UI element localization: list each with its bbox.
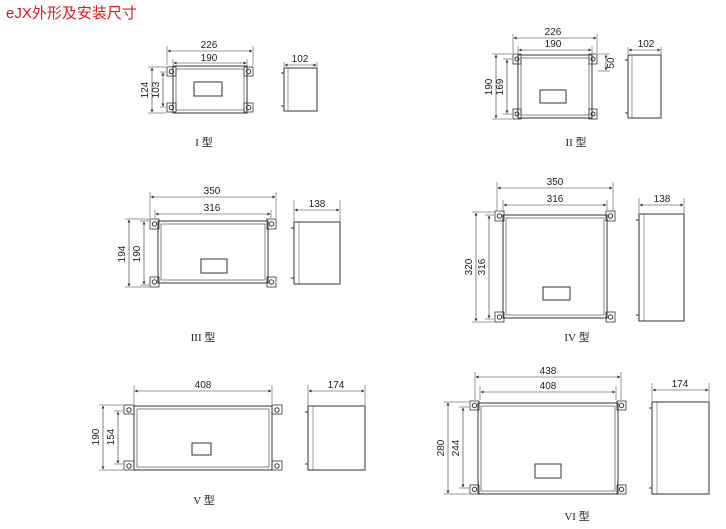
m4-depth: 138	[654, 194, 671, 205]
m1-inner-height: 103	[151, 81, 162, 98]
model-2	[492, 34, 662, 120]
model-1-side-view	[281, 62, 318, 112]
m6-inner-height: 244	[451, 439, 462, 456]
m3-outer-width: 350	[204, 186, 221, 197]
m5-inner-height: 154	[106, 428, 117, 445]
m5-outer-width: 408	[195, 380, 212, 391]
m1-depth: 102	[292, 54, 309, 65]
m4-inner-width: 316	[547, 194, 564, 205]
model-3-side-view	[291, 200, 341, 285]
page-title: eJX外形及安装尺寸	[6, 5, 137, 22]
m5-outer-height: 190	[91, 428, 102, 445]
m1-outer-height: 124	[140, 81, 151, 98]
m5-depth: 174	[328, 380, 345, 391]
model-6-side-view	[649, 383, 710, 495]
m6-depth: 174	[672, 379, 689, 390]
m4-outer-height: 320	[464, 258, 475, 275]
model-5	[99, 385, 366, 471]
m2-outer-height: 190	[484, 78, 495, 95]
m4-label: IV 型	[564, 330, 589, 344]
m5-label: V 型	[193, 493, 215, 507]
m3-depth: 138	[309, 199, 326, 210]
model-2-side-view	[625, 47, 662, 119]
model-2-front-view	[492, 34, 610, 120]
m3-outer-height: 194	[117, 245, 128, 262]
m2-label: II 型	[565, 135, 586, 149]
m4-outer-width: 350	[547, 177, 564, 188]
model-6	[444, 372, 710, 495]
model-1	[148, 46, 318, 114]
m6-label: VI 型	[564, 509, 589, 523]
model-5-side-view	[305, 385, 366, 471]
model-6-front-view	[444, 372, 627, 495]
m3-inner-width: 316	[204, 203, 221, 214]
m6-outer-width: 438	[540, 366, 557, 377]
m6-outer-height: 280	[436, 439, 447, 456]
model-4-front-view	[472, 182, 616, 323]
model-1-front-view	[148, 46, 254, 114]
m3-label: III 型	[191, 330, 216, 344]
model-3-front-view	[125, 192, 277, 288]
m2-bracket-height: 50	[606, 57, 617, 69]
m6-inner-width: 408	[540, 381, 557, 392]
m2-inner-width: 190	[545, 39, 562, 50]
m1-inner-width: 190	[201, 53, 218, 64]
m1-outer-width: 226	[201, 40, 218, 51]
m2-inner-height: 169	[495, 78, 506, 95]
m2-outer-width: 226	[545, 27, 562, 38]
model-4	[472, 182, 685, 323]
m4-inner-height: 316	[477, 258, 488, 275]
model-3	[125, 192, 341, 288]
model-4-side-view	[636, 198, 685, 322]
m3-inner-height: 190	[132, 245, 143, 262]
m2-depth: 102	[638, 39, 655, 50]
m1-label: I 型	[195, 135, 212, 149]
model-5-front-view	[99, 385, 283, 471]
